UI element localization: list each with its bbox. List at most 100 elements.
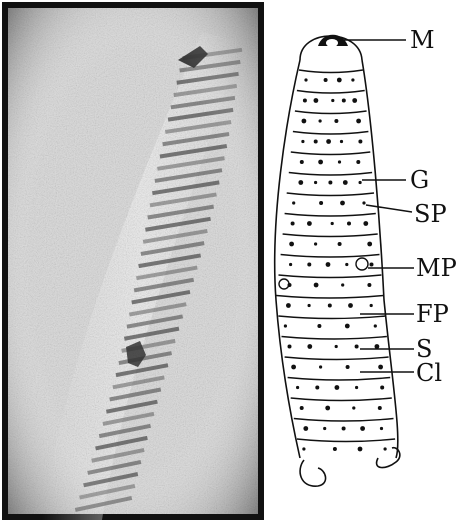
leader-sp — [366, 205, 412, 212]
seta-dot — [296, 386, 299, 389]
segment-line — [283, 234, 378, 237]
segment-line — [293, 132, 369, 135]
seta-dot — [375, 344, 380, 349]
label-setae: S — [416, 337, 432, 361]
seta-dot — [328, 304, 332, 308]
seta-dot — [307, 263, 311, 267]
seta-dot — [302, 119, 307, 124]
seta-dot — [315, 386, 319, 390]
seta-dot — [347, 222, 351, 226]
label-clitellum: Cl — [416, 361, 442, 385]
seta-dot — [355, 386, 358, 389]
seta-dot — [289, 242, 294, 247]
seta-dot — [317, 324, 321, 328]
seta-dot — [326, 139, 331, 144]
seta-dot — [314, 242, 317, 245]
seta-dot — [307, 344, 312, 349]
seta-dot — [358, 447, 363, 452]
worm-body-right-edge — [362, 60, 398, 458]
seta-dot — [291, 365, 296, 370]
seta-dot — [363, 221, 368, 226]
seta-dot — [319, 365, 322, 368]
segment-line — [295, 111, 367, 114]
segment-line — [291, 152, 371, 155]
segment-line — [279, 275, 382, 278]
seta-dot — [355, 345, 359, 349]
seta-dot — [304, 78, 307, 81]
seta-dot — [342, 427, 346, 431]
seta-dot — [345, 324, 350, 329]
seta-dot — [288, 345, 292, 349]
label-male-pore: MP — [416, 256, 457, 280]
seta-dot — [356, 119, 361, 124]
label-female-pore: FP — [416, 302, 449, 326]
seta-dot — [370, 304, 373, 307]
segment-line — [288, 378, 391, 381]
seta-dot — [367, 283, 371, 287]
seta-dot — [300, 406, 304, 410]
seta-dot — [303, 99, 307, 103]
seta-dot — [326, 262, 331, 267]
seta-dot — [286, 303, 291, 308]
mouth-opening — [326, 39, 338, 47]
seta-dot — [334, 119, 338, 123]
segment-line — [285, 357, 389, 360]
label-gizzard: G — [410, 168, 429, 192]
segment-line — [294, 419, 394, 422]
seta-dot — [338, 160, 341, 163]
seta-dot — [307, 221, 312, 226]
seta-dot — [324, 78, 328, 82]
seta-dot — [303, 426, 308, 431]
label-spermathecal-pore: SP — [414, 202, 447, 226]
seta-dot — [340, 140, 343, 143]
seta-dot — [352, 98, 357, 103]
seta-dot — [359, 181, 362, 184]
seta-dot — [301, 140, 304, 143]
seta-dot — [314, 283, 319, 288]
specimen-photo — [2, 2, 264, 520]
seta-dot — [328, 181, 332, 185]
seta-dot — [289, 263, 292, 266]
seta-dot — [378, 406, 382, 410]
seta-dot — [300, 160, 304, 164]
seta-dot — [335, 345, 338, 348]
seta-dot — [362, 201, 365, 204]
seta-dot — [291, 222, 295, 226]
seta-dot — [380, 386, 384, 390]
seta-dot — [331, 99, 334, 102]
segment-line — [289, 173, 372, 176]
seta-dot — [318, 160, 323, 165]
seta-dot — [314, 140, 318, 144]
seta-dot — [308, 304, 311, 307]
segment-line — [285, 214, 376, 217]
tail-lobe-left — [300, 460, 326, 486]
seta-dot — [343, 180, 348, 185]
specimen-photo-svg — [2, 2, 264, 520]
seta-dot — [284, 324, 287, 327]
segment-line — [281, 255, 380, 258]
seta-dot — [314, 98, 319, 103]
seta-dot — [335, 385, 340, 390]
seta-dot — [319, 119, 322, 122]
side-pore-ring — [279, 279, 289, 289]
seta-dot — [360, 426, 365, 431]
seta-dot — [374, 324, 377, 327]
seta-dot — [314, 181, 317, 184]
seta-dot — [348, 303, 353, 308]
seta-dot — [380, 427, 383, 430]
seta-dot — [323, 427, 326, 430]
segment-line — [299, 70, 363, 73]
seta-dot — [298, 180, 303, 185]
seta-dot — [358, 140, 362, 144]
seta-dot — [333, 447, 337, 451]
seta-dot — [319, 201, 323, 205]
seta-dot — [370, 263, 374, 267]
body-segments — [276, 70, 395, 451]
label-mouth: M — [410, 28, 435, 52]
seta-dot — [337, 78, 342, 83]
segment-line — [287, 193, 374, 196]
seta-dot — [338, 242, 342, 246]
seta-dot — [345, 263, 348, 266]
seta-dot — [367, 242, 372, 247]
